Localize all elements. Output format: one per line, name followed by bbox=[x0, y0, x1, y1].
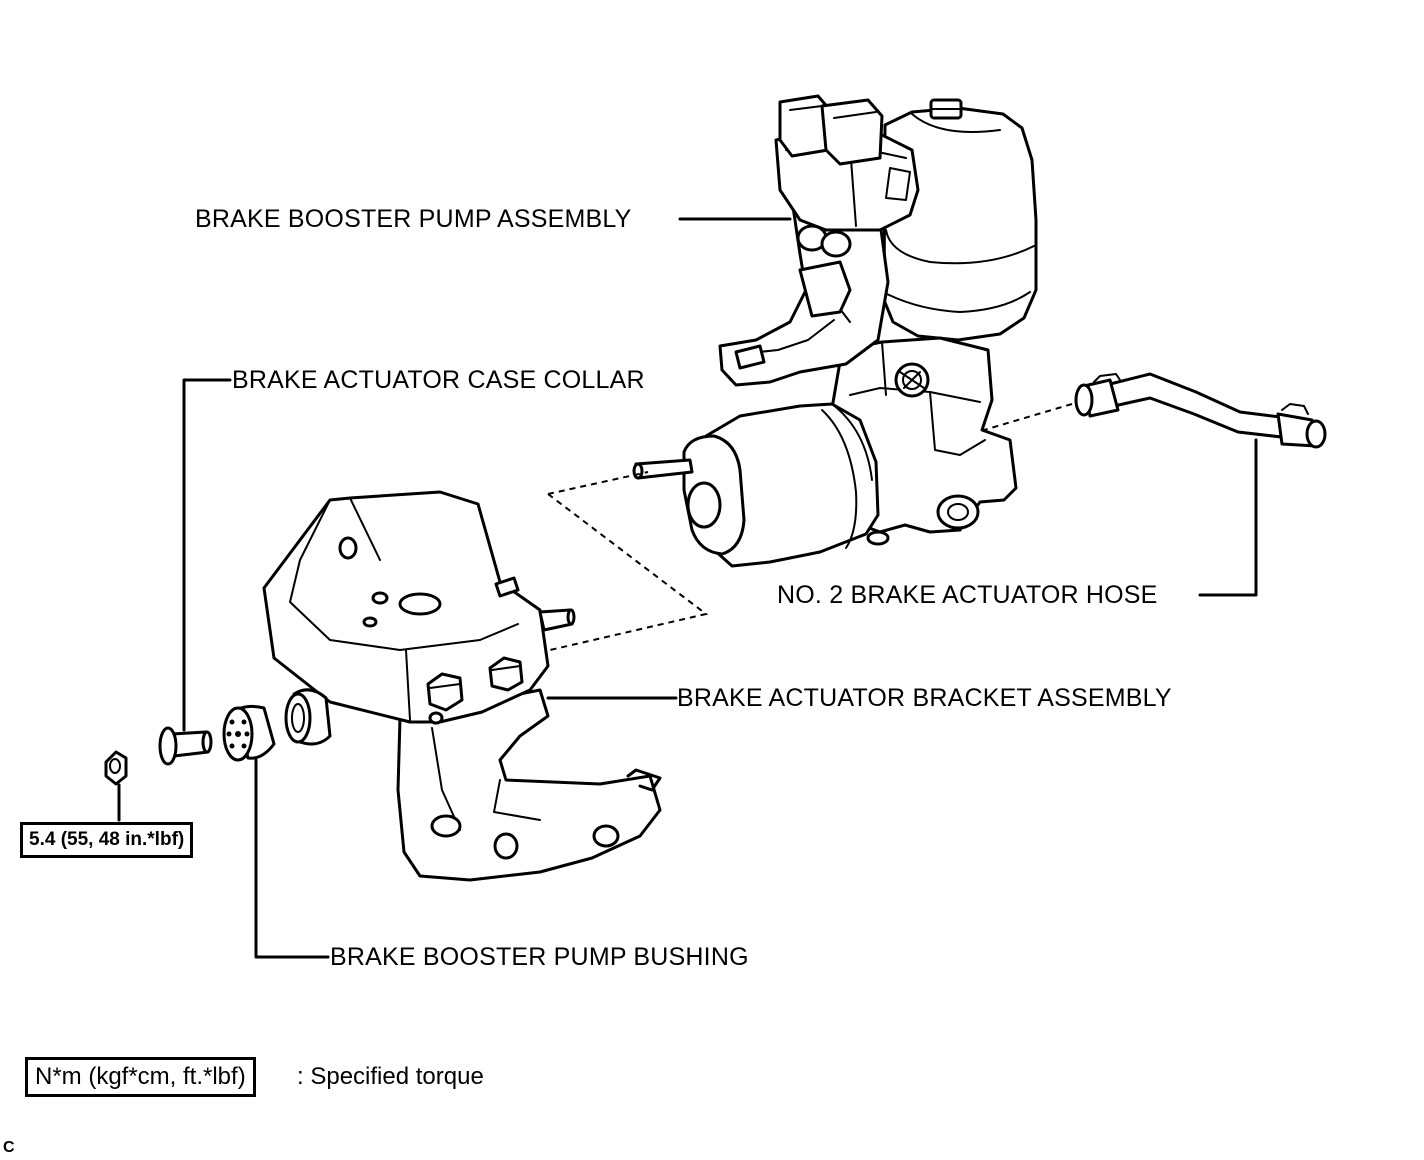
brake-actuator-case-collar-drawing bbox=[158, 726, 213, 766]
leader-case-collar bbox=[182, 378, 232, 732]
corner-mark: C bbox=[3, 1139, 15, 1156]
label-brake-booster-pump-assembly: BRAKE BOOSTER PUMP ASSEMBLY bbox=[195, 205, 632, 233]
leader-actuator-hose bbox=[1198, 438, 1258, 597]
label-no2-brake-actuator-hose: NO. 2 BRAKE ACTUATOR HOSE bbox=[777, 581, 1158, 609]
legend-unit-box: N*m (kgf*cm, ft.*lbf) bbox=[25, 1057, 256, 1097]
no2-brake-actuator-hose-drawing bbox=[1074, 372, 1327, 449]
legend-description: : Specified torque bbox=[297, 1063, 484, 1090]
torque-value-box: 5.4 (55, 48 in.*lbf) bbox=[20, 822, 194, 858]
brake-booster-pump-bushing-drawing bbox=[222, 704, 276, 762]
brake-booster-pump-assembly-drawing bbox=[632, 94, 1038, 568]
label-brake-actuator-case-collar: BRAKE ACTUATOR CASE COLLAR bbox=[232, 366, 645, 394]
nut-drawing bbox=[104, 750, 128, 786]
grommet-drawing bbox=[284, 688, 332, 746]
leader-pump-bushing bbox=[254, 758, 330, 959]
label-brake-booster-pump-bushing: BRAKE BOOSTER PUMP BUSHING bbox=[330, 943, 749, 971]
label-brake-actuator-bracket-assembly: BRAKE ACTUATOR BRACKET ASSEMBLY bbox=[677, 684, 1172, 712]
brake-actuator-bracket-assembly-drawing bbox=[262, 490, 662, 882]
